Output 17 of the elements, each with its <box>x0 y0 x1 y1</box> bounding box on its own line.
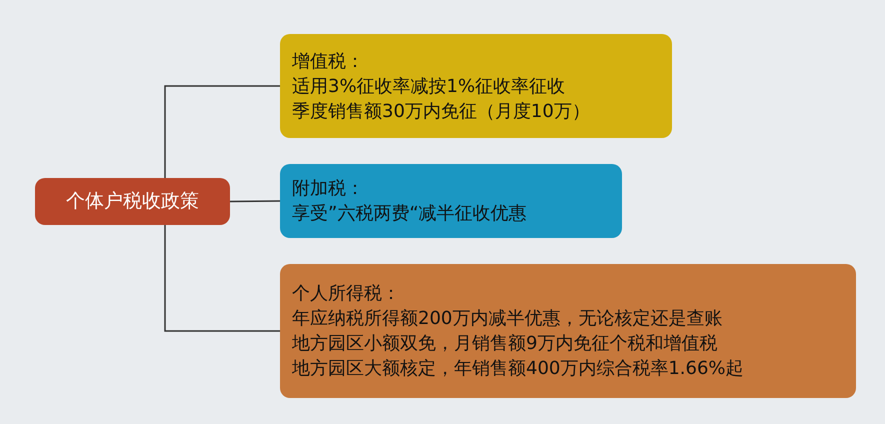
policy-text: 地方园区大额核定，年销售额400万内综合税率1.66%起 <box>292 357 745 381</box>
topic-heading: 附加税： <box>292 177 365 201</box>
topic-box <box>280 164 622 238</box>
topic-title: 个体户税收政策 <box>66 189 199 214</box>
topic-heading: 增值税： <box>292 50 365 74</box>
root-topic-box <box>35 178 230 225</box>
policy-text: 地方园区小额双免，月销售额9万内免征个税和增值税 <box>292 332 718 356</box>
policy-text: 季度销售额30万内免征（月度10万） <box>292 100 591 124</box>
connector-line <box>164 85 280 178</box>
topic-box <box>280 264 856 398</box>
connector-line <box>230 200 280 202</box>
policy-text: 年应纳税所得额200万内减半优惠，无论核定还是查账 <box>292 307 724 331</box>
topic-box <box>280 34 672 138</box>
policy-text: 享受”六税两费“减半征收优惠 <box>292 202 528 226</box>
policy-text: 适用3%征收率减按1%征收率征收 <box>292 74 566 98</box>
topic-heading: 个人所得税： <box>292 282 401 306</box>
connector-line <box>164 225 280 332</box>
